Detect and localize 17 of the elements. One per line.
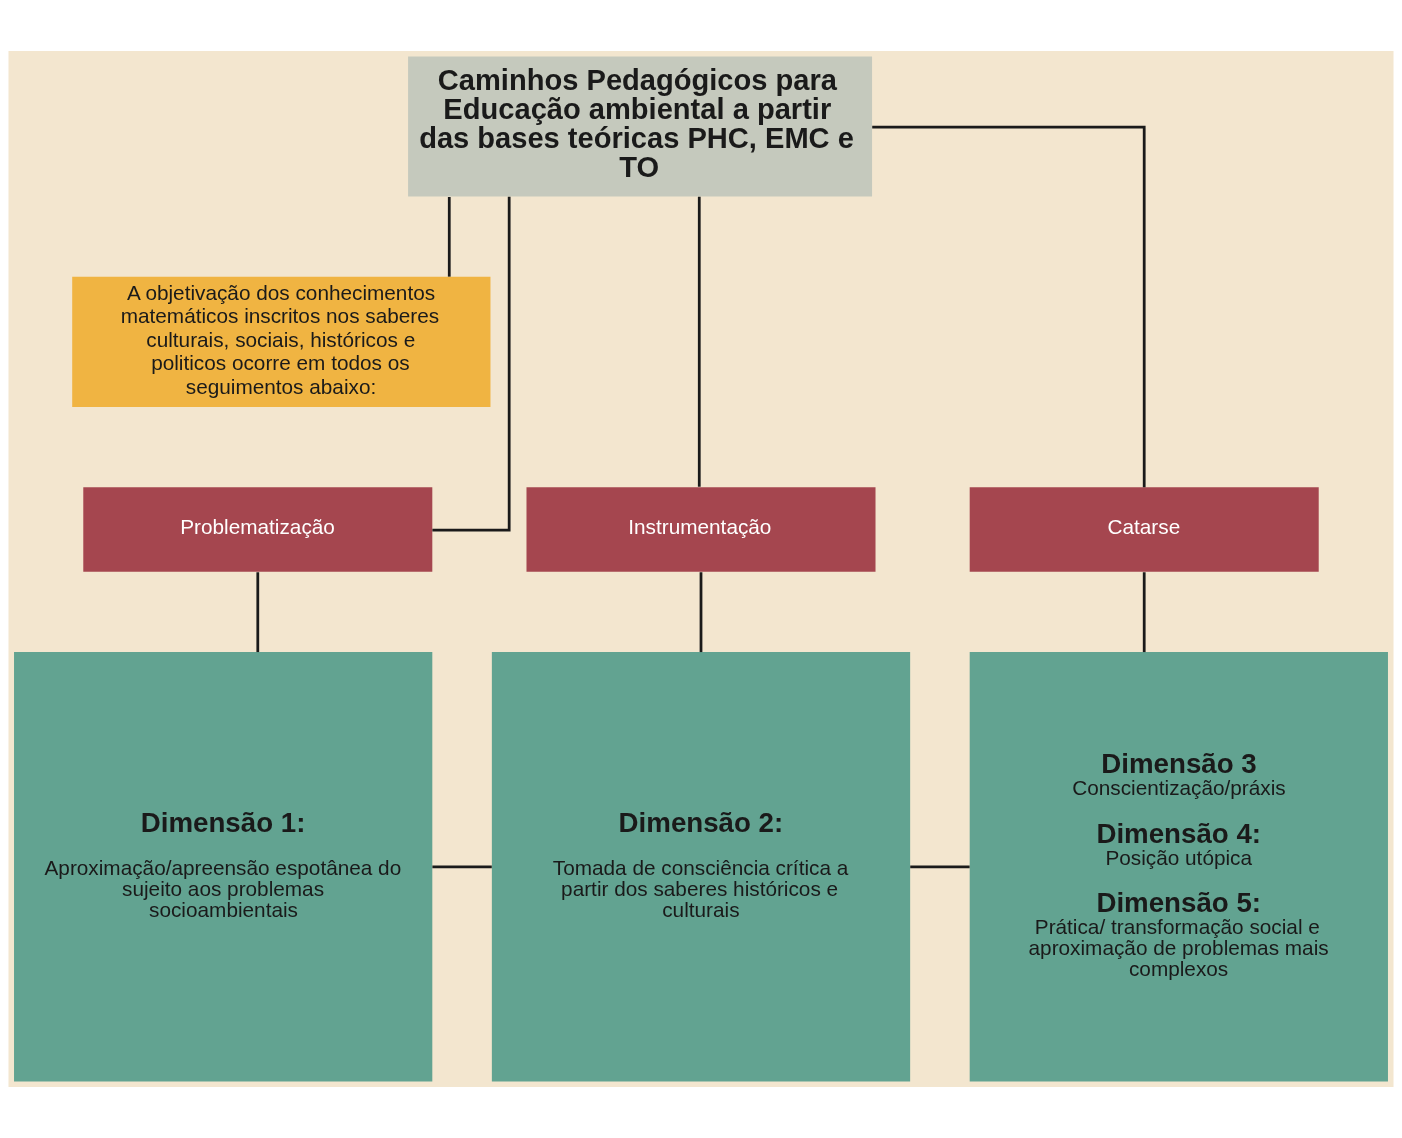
connector [697, 196, 701, 487]
node-box: A objetivação dos conhecimentos matemáticos inscritos nos saberes culturais, sociais, históricos e politicos ocorre em todos os seguimentos abaixo: [72, 276, 491, 407]
connector [1142, 572, 1146, 653]
connector [256, 572, 260, 653]
node-box: Catarse [969, 487, 1319, 572]
node-box: Dimensão 3 Conscientização/práxis Dimensão 4: Posição utópica Dimensão 5: Prática/ transformação social e aproximação de problemas mais complexos [969, 652, 1388, 1082]
connector [910, 865, 970, 869]
node-box: Caminhos Pedagógicos para Educação ambiental a partir das bases teóricas PHC, EMC e TO [408, 56, 873, 197]
connector [699, 572, 703, 653]
node-box: Dimensão 1: Aproximação/apreensão espotânea do sujeito aos problemas socioambientais [14, 652, 433, 1082]
connector [432, 865, 492, 869]
node-box: Dimensão 2: Tomada de consciência crítica a partir dos saberes históricos e culturais [491, 652, 911, 1082]
connector [872, 125, 1146, 488]
node-box: Instrumentação [526, 487, 876, 572]
connector [447, 197, 451, 277]
connector [432, 196, 511, 532]
node-box: Problematização [83, 487, 433, 572]
